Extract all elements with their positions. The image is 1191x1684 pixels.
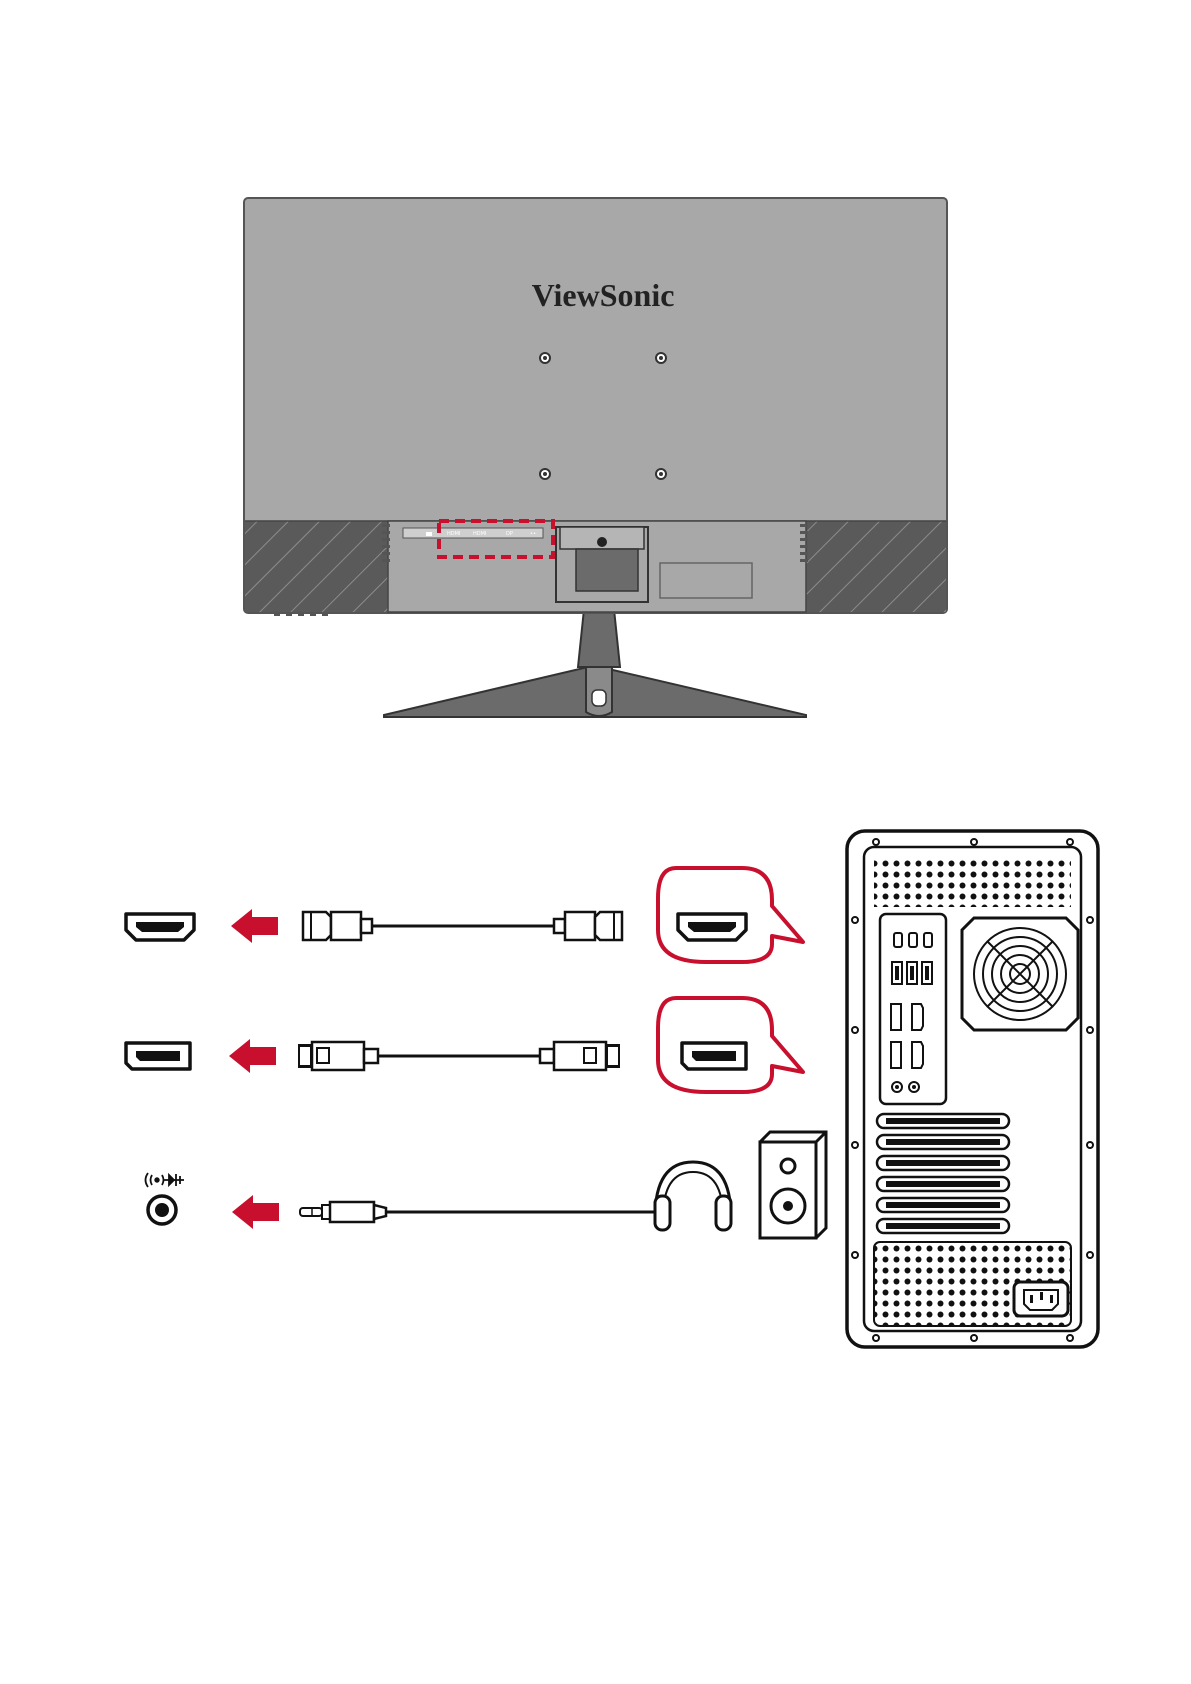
arrow-left-icon — [229, 1039, 276, 1073]
audio-3.5mm-cable-icon — [300, 1202, 665, 1222]
power-socket-icon — [1014, 1282, 1068, 1316]
fan-icon — [962, 918, 1078, 1030]
brand-logo: ViewSonic — [532, 277, 675, 313]
arrow-left-icon — [232, 1195, 279, 1229]
hdmi-connection-row — [126, 868, 803, 962]
displayport-connection-row — [126, 998, 803, 1092]
monitor-rear: HDMI HDMI DP •• ViewSonic — [244, 198, 947, 717]
top-vent — [874, 859, 1071, 907]
audio-out-jack-icon — [146, 1173, 185, 1224]
displayport-port-icon — [126, 1043, 190, 1069]
displayport-source-bubble — [658, 998, 803, 1092]
speaker-icon — [760, 1132, 826, 1238]
hdmi-port-icon — [126, 914, 194, 940]
arrow-left-icon — [231, 909, 278, 943]
displayport-cable-icon — [298, 1042, 620, 1070]
hdmi-cable-icon — [303, 912, 622, 940]
port-label-hdmi-2: HDMI — [473, 531, 486, 537]
pc-tower-rear — [847, 831, 1098, 1347]
audio-connection-row — [146, 1132, 827, 1238]
port-label-hdmi-1: HDMI — [447, 531, 460, 537]
port-label-dp: DP — [506, 531, 513, 537]
displayport-source-port-icon — [682, 1043, 746, 1069]
io-shield — [880, 914, 946, 1104]
headphones-icon — [655, 1162, 731, 1230]
hdmi-source-port-icon — [678, 914, 746, 940]
hdmi-source-bubble — [658, 868, 803, 962]
port-label-audio: •• — [530, 531, 536, 537]
